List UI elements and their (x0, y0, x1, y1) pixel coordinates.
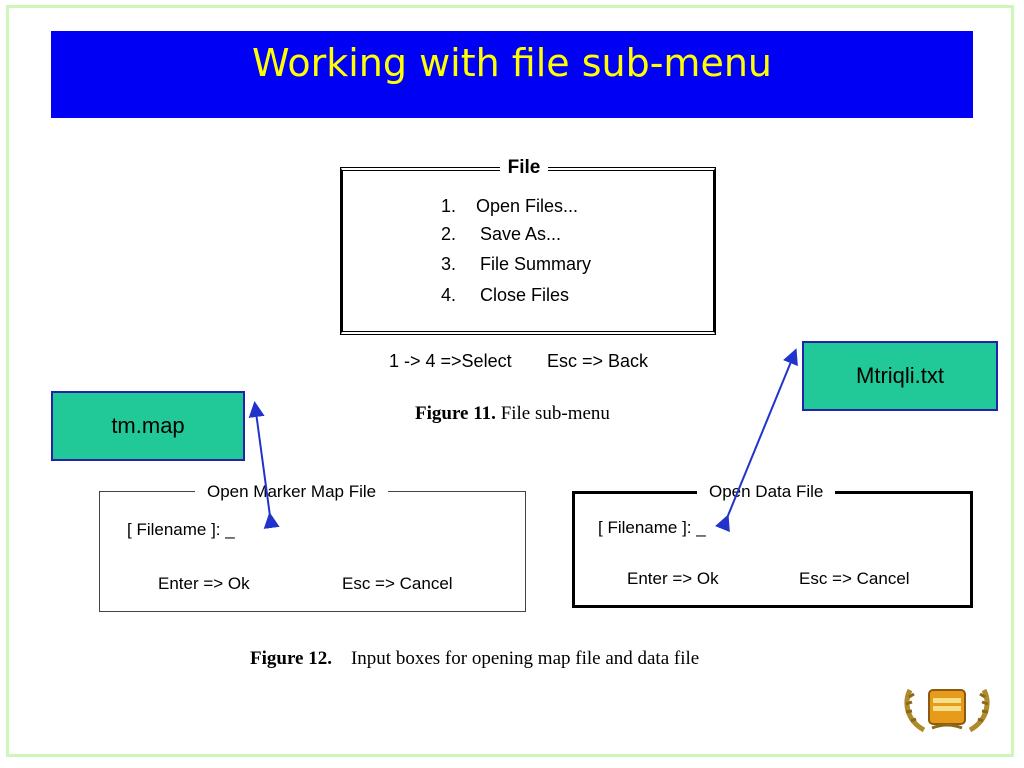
map-ok-button[interactable]: Enter => Ok (158, 574, 250, 593)
figure12-label: Figure 12. (250, 648, 332, 669)
menu-item-number: 3. (441, 254, 457, 274)
slide-title: Working with file sub-menu (252, 41, 772, 85)
arrow-mtriqli (715, 348, 798, 533)
figure12-caption: Figure 12. Input boxes for opening map f… (250, 648, 699, 670)
hint-back: Esc => Back (547, 351, 649, 371)
data-filename-field[interactable]: [ Filename ]: _ (598, 518, 706, 537)
map-filename-field[interactable]: [ Filename ]: _ (127, 520, 235, 539)
callout-tm-map: tm.map (51, 391, 245, 461)
university-emblem-icon (904, 688, 990, 733)
figure11-text: File sub-menu (500, 403, 610, 424)
menu-item-number: 4. (441, 285, 457, 305)
figure11-caption: Figure 11. File sub-menu (415, 403, 610, 425)
menu-item-number: 2. (441, 224, 457, 244)
figure12-text: Input boxes for opening map file and dat… (350, 648, 700, 669)
menu-item-file-summary[interactable]: File Summary (480, 254, 592, 274)
callout-mtriqli: Mtriqli.txt (802, 341, 998, 411)
menu-item-open-files[interactable]: Open Files... (476, 196, 579, 216)
title-bar: Working with file sub-menu (51, 31, 973, 118)
figure11-label: Figure 11. (415, 403, 496, 424)
hint-select: 1 -> 4 =>Select (389, 351, 512, 371)
menu-item-save-as[interactable]: Save As... (480, 224, 562, 244)
menu-item-close-files[interactable]: Close Files (480, 285, 570, 305)
menu-item-number: 1. (441, 196, 457, 216)
arrow-tm-map (248, 401, 280, 529)
data-ok-button[interactable]: Enter => Ok (627, 569, 719, 588)
data-cancel-button[interactable]: Esc => Cancel (799, 569, 910, 588)
map-cancel-button[interactable]: Esc => Cancel (342, 574, 453, 593)
slide-frame (6, 5, 1014, 757)
file-menu-title: File (500, 157, 548, 179)
